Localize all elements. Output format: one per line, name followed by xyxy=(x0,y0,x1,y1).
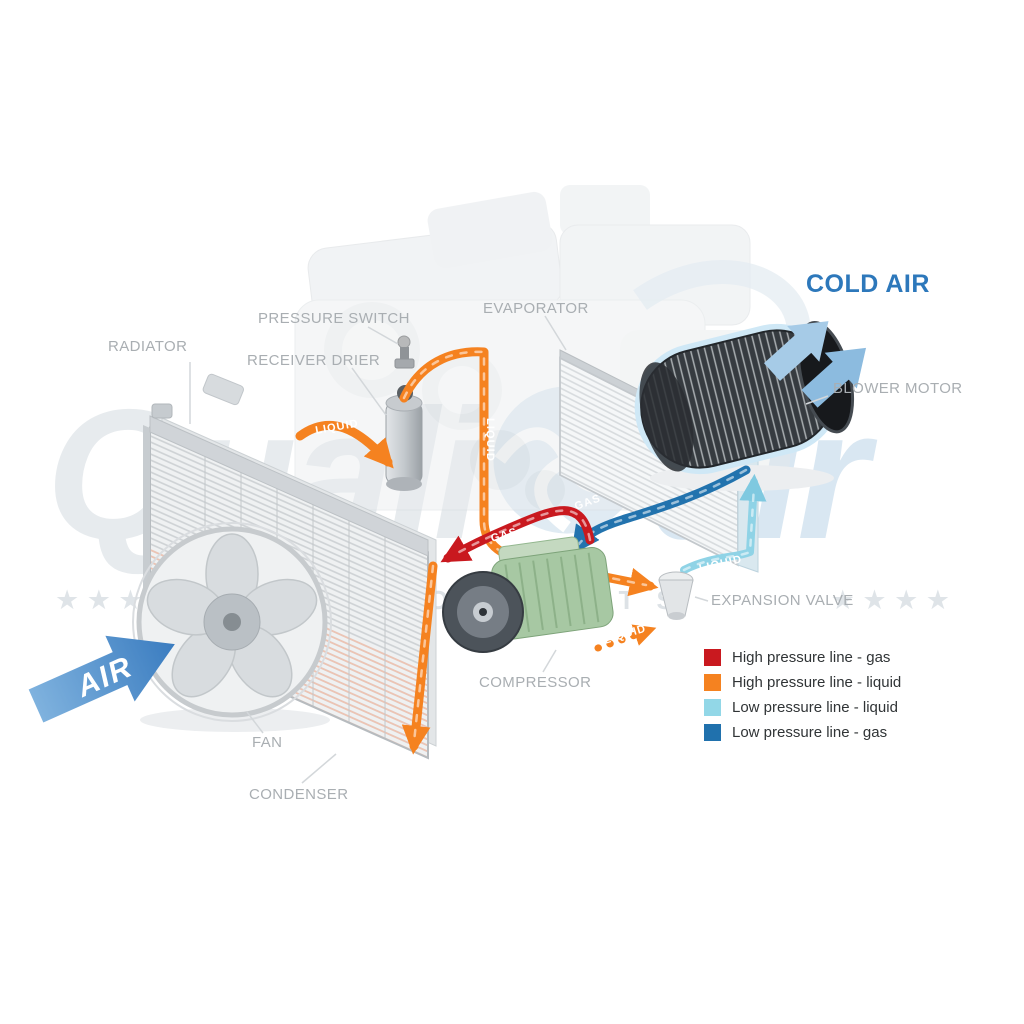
evaporator-label: EVAPORATOR xyxy=(483,300,589,317)
legend-label-high-pressure-liquid: High pressure line - liquid xyxy=(732,674,902,691)
legend-item-high-pressure-gas: High pressure line - gas xyxy=(704,649,901,666)
legend-swatch-low-pressure-liquid xyxy=(704,699,721,716)
legend-label-low-pressure-gas: Low pressure line - gas xyxy=(732,724,888,741)
legend-label-high-pressure-gas: High pressure line - gas xyxy=(732,649,891,666)
pressure-switch-label: PRESSURE SWITCH xyxy=(258,310,410,327)
compressor-graphic xyxy=(442,536,614,653)
watermark-stars-right: ★ ★ ★ ★ xyxy=(830,585,950,615)
receiver-drier-label: RECEIVER DRIER xyxy=(247,352,381,369)
flow-label-liquid-vertical: LIQUID xyxy=(484,418,496,462)
expansion-valve-label: EXPANSION VALVE xyxy=(711,592,854,609)
air-arrow-label: AIR xyxy=(71,650,138,704)
legend-swatch-low-pressure-gas xyxy=(704,724,721,741)
cold-air-arrows xyxy=(763,321,867,408)
label-leader-lines xyxy=(189,315,829,784)
radiator-cap xyxy=(151,403,173,419)
legend-item-low-pressure-liquid: Low pressure line - liquid xyxy=(704,699,901,716)
pipe-low-pressure-liquid xyxy=(680,473,767,574)
flow-label-gas-high: GAS xyxy=(490,526,519,545)
compressor-label: COMPRESSOR xyxy=(479,674,592,691)
fan-label: FAN xyxy=(252,734,283,751)
legend-item-high-pressure-liquid: High pressure line - liquid xyxy=(704,674,901,691)
receiver-drier-graphic xyxy=(385,385,423,491)
legend-swatch-high-pressure-liquid xyxy=(704,674,721,691)
condenser-label: CONDENSER xyxy=(249,786,349,803)
radiator-bracket xyxy=(202,373,244,406)
legend-swatch-high-pressure-gas xyxy=(704,649,721,666)
legend-label-low-pressure-liquid: Low pressure line - liquid xyxy=(732,699,898,716)
radiator-label: RADIATOR xyxy=(108,338,188,355)
fan-graphic xyxy=(132,522,332,722)
pipe-high-pressure-liquid-to-drier xyxy=(295,421,394,469)
expansion-valve-graphic xyxy=(658,571,694,620)
blower-motor-label: BLOWER MOTOR xyxy=(833,380,963,397)
flow-label-liquid-to-valve: LIQUID xyxy=(602,623,647,647)
pipe-liquid-into-valve xyxy=(594,624,657,652)
legend-item-low-pressure-gas: Low pressure line - gas xyxy=(704,724,901,741)
legend: High pressure line - gas High pressure l… xyxy=(704,649,901,749)
cold-air-label: COLD AIR xyxy=(806,270,930,298)
pressure-switch-graphic xyxy=(394,335,415,369)
